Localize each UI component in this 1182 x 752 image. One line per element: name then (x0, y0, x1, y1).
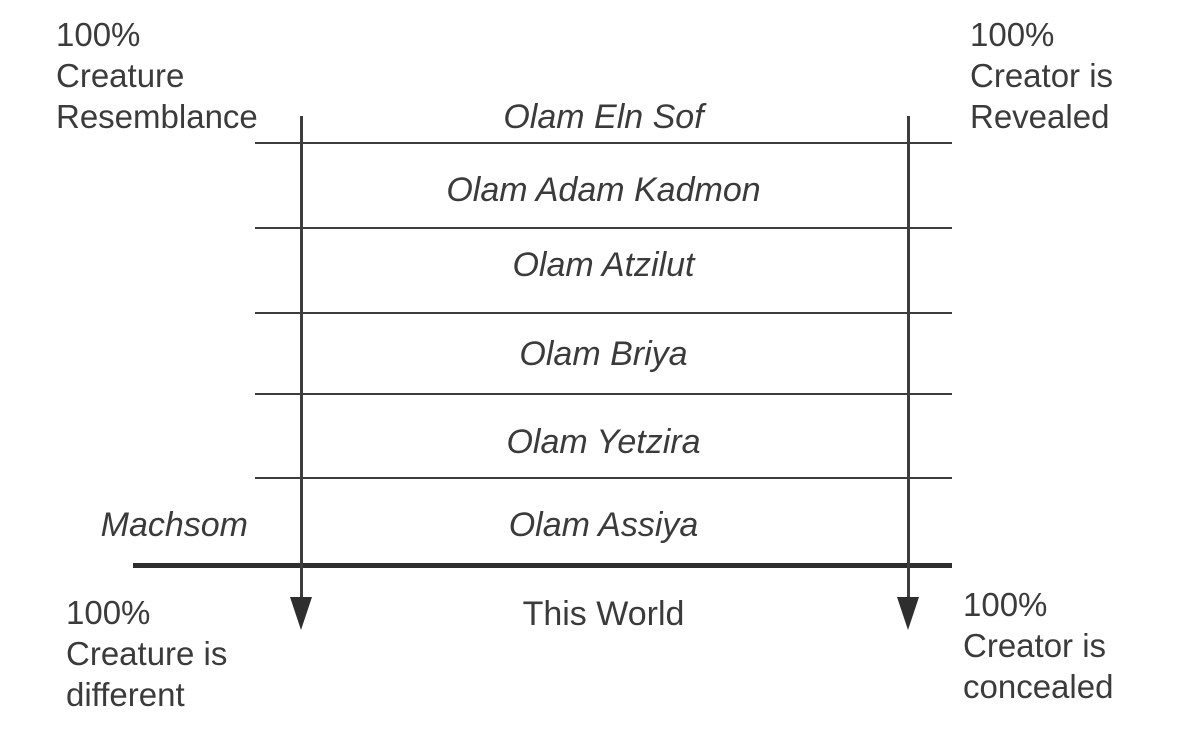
world-divider-line (255, 477, 952, 479)
world-divider-line (255, 142, 952, 144)
label-creature-resemblance: 100% Creature Resemblance (56, 14, 258, 137)
world-label-eln-sof: Olam Eln Sof (503, 98, 704, 136)
world-label-atzilut: Olam Atzilut (512, 246, 695, 284)
corner-label-line: Revealed (970, 98, 1110, 135)
corner-label-line: concealed (963, 668, 1114, 705)
label-creator-revealed: 100% Creator is Revealed (970, 14, 1113, 137)
corner-label-line: different (66, 676, 185, 713)
world-divider-line (255, 312, 952, 314)
right-descent-arrow-line (907, 116, 910, 598)
machsom-label: Machsom (100, 506, 248, 544)
corner-label-line: 100% (970, 16, 1055, 53)
corner-label-line: Resemblance (56, 98, 258, 135)
corner-label-line: 100% (963, 586, 1048, 623)
corner-label-line: Creator is (970, 57, 1114, 94)
right-arrowhead-icon (897, 597, 919, 630)
world-divider-line (255, 393, 952, 395)
world-label-yetzira: Olam Yetzira (506, 423, 701, 461)
corner-label-line: 100% (66, 594, 151, 631)
machsom-barrier-line (133, 563, 952, 568)
world-label-assiya: Olam Assiya (508, 506, 699, 544)
left-descent-arrow-line (300, 116, 303, 598)
corner-label-line: Creature (56, 57, 185, 94)
corner-label-line: Creator is (963, 627, 1107, 664)
corner-label-line: 100% (56, 16, 141, 53)
this-world-label: This World (522, 595, 685, 633)
corner-label-line: Creature is (66, 635, 228, 672)
label-creature-different: 100% Creature is different (66, 592, 227, 715)
world-label-adam-kadmon: Olam Adam Kadmon (446, 171, 761, 209)
label-creator-concealed: 100% Creator is concealed (963, 584, 1113, 707)
left-arrowhead-icon (290, 597, 312, 630)
world-divider-line (255, 227, 952, 229)
world-label-briya: Olam Briya (519, 335, 688, 373)
